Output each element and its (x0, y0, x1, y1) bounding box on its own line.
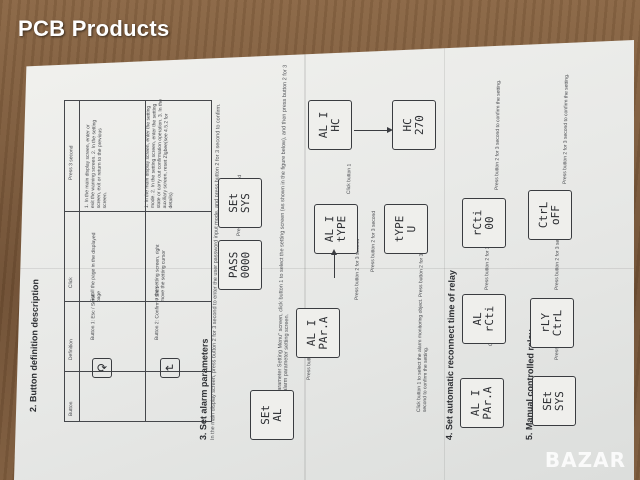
flow-arrow (354, 127, 393, 133)
row2-press: 1. In the main display screen, enter the… (144, 98, 175, 209)
table-header-press: Press 3 second (68, 145, 75, 181)
instruction-sheet: 2. Button definition description Button … (14, 40, 634, 480)
caption-click-button-1: Click button 1 (346, 163, 353, 195)
lcd-set-sys-2: SEt SYS (532, 376, 576, 426)
paper-fold (14, 268, 634, 269)
table-header-definition: Definition (68, 339, 75, 361)
section-2-heading: 2. Button definition description (28, 279, 41, 413)
section-3-heading: 3. Set alarm parameters (198, 338, 210, 441)
paper-fold (304, 40, 306, 480)
flow-arrow (331, 249, 337, 278)
caption-confirm-setting: Press button 2 for 3 second to confirm t… (494, 79, 502, 191)
caption-confirm-setting: Press button 2 for 3 second to confirm t… (562, 73, 570, 185)
row2-click: In the setting screen, right move the se… (154, 244, 167, 303)
lcd-ctrl-off: CtrL oFF (528, 190, 572, 240)
lcd-rly-ctrl: rLY CtrL (530, 298, 574, 348)
refresh-icon: ⟳ (92, 358, 112, 378)
lcd-pass: PASS 0000 (218, 240, 262, 290)
lcd-al1-hc: AL I HC (308, 100, 352, 150)
section-3-text-2: After entering the "Parameter Setting Me… (276, 64, 291, 441)
row1-click: Scroll the page in the displayed page (90, 232, 103, 303)
table-header-click: Click (68, 277, 75, 289)
lcd-set-al: SEt AL (250, 390, 294, 440)
lcd-rcti-00: rCti 00 (462, 198, 506, 248)
caption-select-alarm-object: Click button 1 to select the alarm monit… (416, 253, 430, 413)
lcd-al-rcti: AL rCti (462, 294, 506, 344)
lcd-al1-type: AL I tYPE (314, 204, 358, 254)
section-4-heading: 4. Set automatic reconnect time of relay (444, 269, 457, 441)
row1-press: 1. In the main display screen, enter or … (84, 119, 109, 209)
lcd-set-sys: SEt SYS (218, 178, 262, 228)
return-icon: ↵ (160, 358, 180, 378)
caption-press-button-2: Press button 2 for 3 second (370, 210, 378, 273)
watermark-logo: BAZAR (544, 448, 626, 472)
lcd-al1-para: AL I PAr.A (296, 308, 340, 358)
paper-fold (444, 40, 445, 480)
lcd-type-u: tYPE U (384, 204, 428, 254)
brand-title: PCB Products (18, 16, 170, 41)
table-header-button: Button (68, 401, 75, 417)
lcd-al1-para-2: AL I PAr.A (460, 378, 504, 428)
button-definition-table (64, 100, 212, 422)
lcd-hc-270: HC 270 (392, 100, 436, 150)
